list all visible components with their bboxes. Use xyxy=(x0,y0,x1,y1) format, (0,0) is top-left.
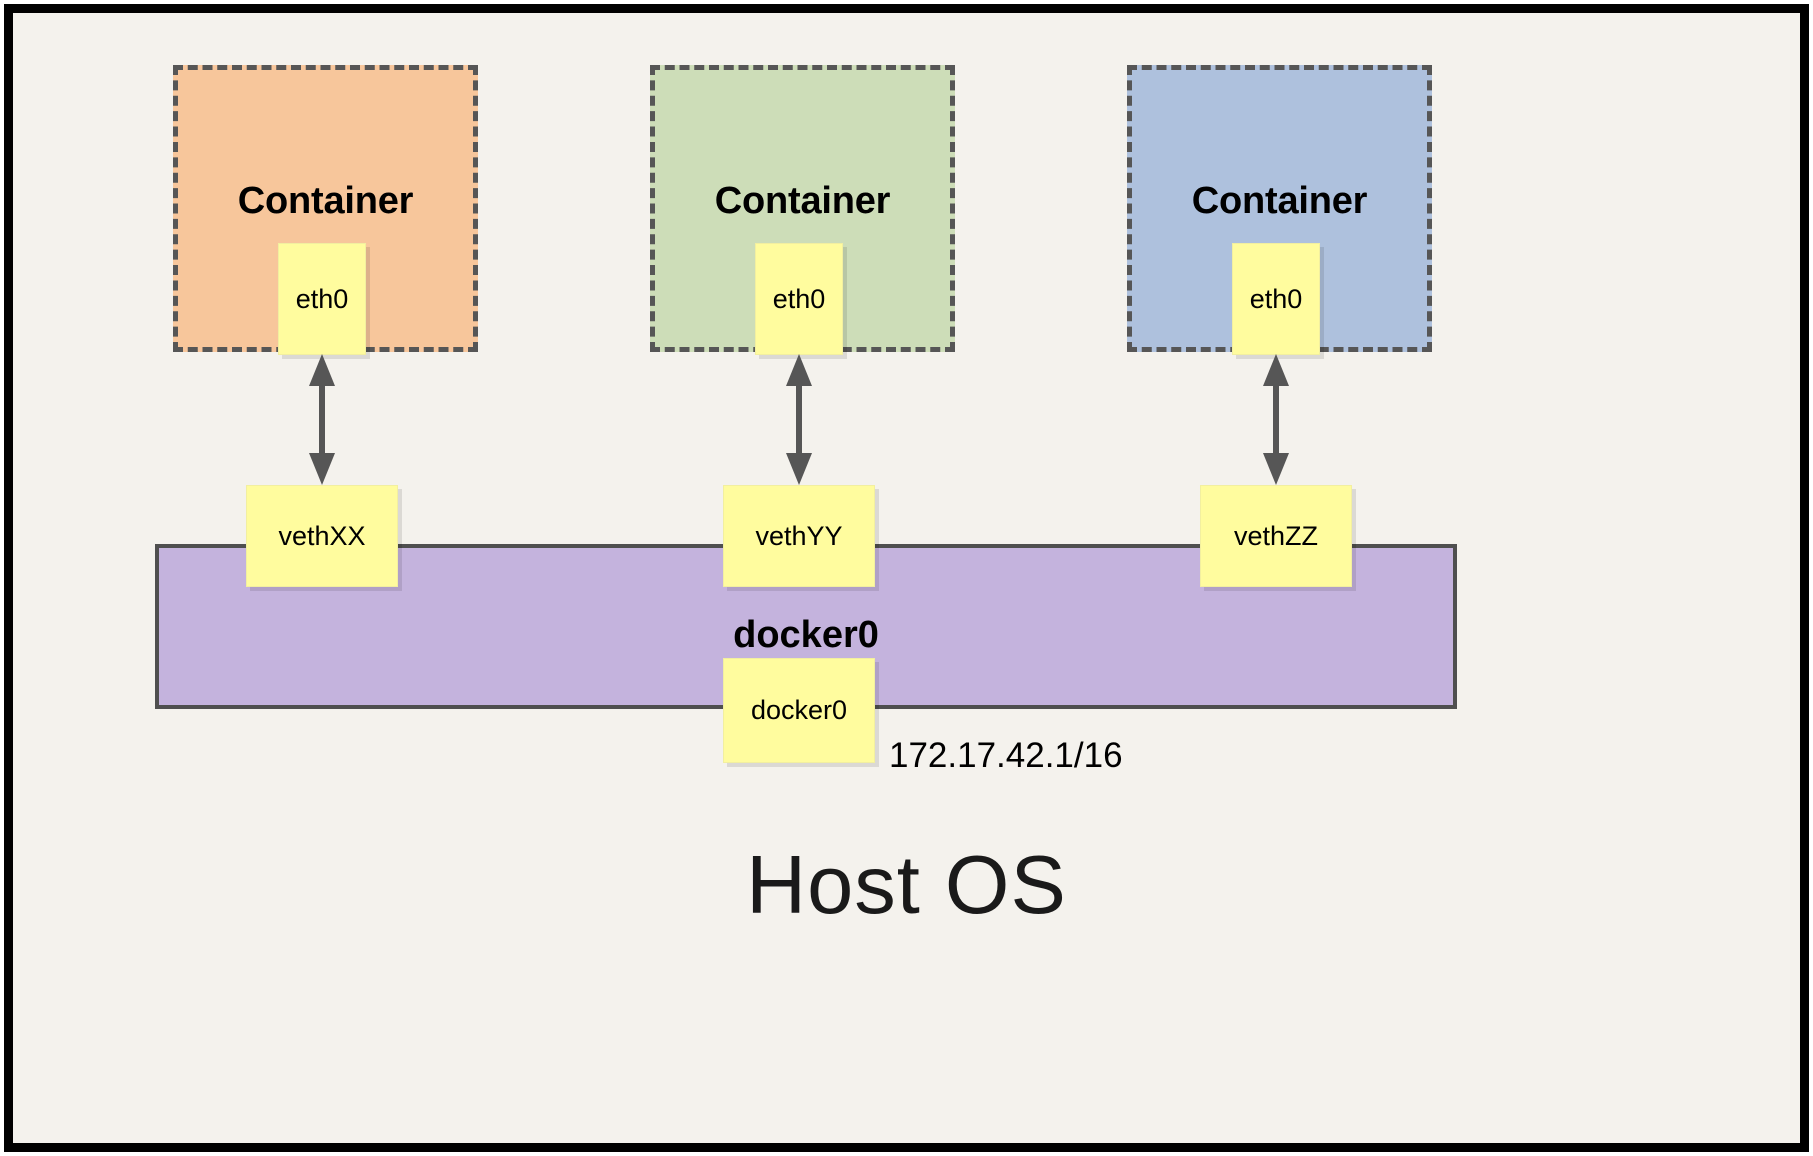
connector-arrow-3 xyxy=(1263,354,1289,485)
eth0-box-3: eth0 xyxy=(1232,243,1320,355)
connector-arrow-1 xyxy=(309,354,335,485)
eth0-box-2: eth0 xyxy=(755,243,843,355)
veth-box-1: vethXX xyxy=(246,485,398,587)
docker0-bridge-label: docker0 xyxy=(733,614,879,656)
eth0-box-1: eth0 xyxy=(278,243,366,355)
veth-box-3: vethZZ xyxy=(1200,485,1352,587)
docker0-ip-address: 172.17.42.1/16 xyxy=(889,736,1123,775)
connector-arrow-2 xyxy=(786,354,812,485)
container-label-3: Container xyxy=(1191,180,1368,222)
host-os-label: Host OS xyxy=(746,838,1067,931)
host-os-frame: Container Container Container eth0 eth0 … xyxy=(4,4,1809,1152)
container-label-1: Container xyxy=(237,180,414,222)
docker0-interface-box: docker0 xyxy=(723,658,875,763)
container-label-2: Container xyxy=(714,180,891,222)
veth-box-2: vethYY xyxy=(723,485,875,587)
